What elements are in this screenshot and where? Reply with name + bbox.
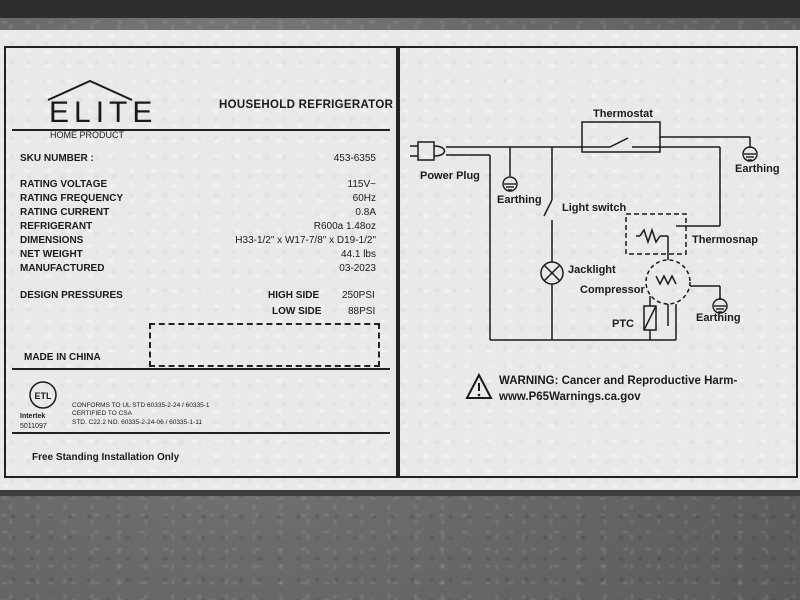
cert-line-2: CERTIFIED TO CSA [72,410,132,417]
spec-label: NET WEIGHT [20,249,83,260]
earth-icon-bottom [712,298,728,314]
thermosnap-element [639,227,661,245]
compressor-label: Compressor [580,284,645,296]
brand-name: ELITE [49,96,158,129]
brand-subtitle: HOME PRODUCT [50,130,124,140]
light-switch-label: Light switch [562,202,627,214]
cert-number: 5011097 [20,423,47,430]
lower-divider [12,432,390,434]
header-divider [12,129,390,131]
spec-label: RATING FREQUENCY [20,193,124,204]
product-title: HOUSEHOLD REFRIGERATOR [219,99,394,111]
power-plug-head [433,145,446,157]
jacklight-label: Jacklight [568,264,616,276]
thermostat-label: Thermostat [593,108,653,120]
prop65-warning-text: WARNING: Cancer and Reproductive Harm- [499,375,738,387]
spec-value: 60Hz [352,193,376,204]
spec-value: 03-2023 [339,263,376,274]
power-plug-label: Power Plug [420,170,480,182]
cert-lab: Intertek [20,413,46,420]
spec-value: 0.8A [355,207,376,218]
spec-value: R600a 1.48oz [313,221,376,232]
earthing-left-label: Earthing [497,194,542,206]
earth-icon-left [502,176,518,192]
wiring-diagram-panel [398,46,798,478]
thermosnap-box [625,213,687,255]
earth-symbols [502,146,758,314]
warning-triangle-icon [465,372,493,399]
earthing-bottom-label: Earthing [696,312,741,324]
label-bottom-shadow [0,490,800,496]
cert-line-1: CONFORMS TO UL STD 60335-2-24 / 60335-1 [72,402,210,409]
thermostat-contact [609,137,629,148]
etl-mark-text: ETL [35,391,53,401]
ptc-label: PTC [612,318,634,330]
low-side-value: 88PSI [348,306,376,317]
wiring-diagram [410,121,758,399]
low-side-label: LOW SIDE [272,306,322,317]
made-in-label: MADE IN CHINA [24,352,101,363]
spec-label: REFRIGERANT [20,221,93,232]
middle-divider [12,368,390,370]
cert-line-3: STD. C22.2 NO. 60335-2-24-06 / 60335-1-1… [72,419,202,426]
house-roof-icon [47,79,133,101]
appliance-top-edge [0,0,800,18]
spec-label: DIMENSIONS [20,235,84,246]
spec-value: H33-1/2" x W17-7/8" x D19-1/2" [235,235,376,246]
spec-value: 115V~ [347,179,376,190]
spec-label: MANUFACTURED [20,263,105,274]
light-switch-contact [543,199,553,217]
earthing-right-label: Earthing [735,163,780,175]
high-side-label: HIGH SIDE [268,290,320,301]
high-side-value: 250PSI [342,290,375,301]
etl-mark-icon: ETL [29,381,57,409]
thermosnap-label: Thermosnap [692,234,759,246]
spec-label: RATING CURRENT [20,207,110,218]
earth-icon-right [742,146,758,162]
sku-label: SKU NUMBER : [20,153,94,164]
spec-label: RATING VOLTAGE [20,179,108,190]
rating-label: ELITE HOME PRODUCT HOUSEHOLD REFRIGERATO… [0,30,800,490]
sku-value: 453-6355 [333,153,376,164]
installation-note: Free Standing Installation Only [32,452,180,463]
power-plug-body [417,141,435,161]
compressor-symbol [645,259,691,305]
serial-number-placeholder [149,323,380,367]
design-pressures-label: DESIGN PRESSURES [20,290,123,301]
specification-panel: ELITE HOME PRODUCT HOUSEHOLD REFRIGERATO… [4,46,398,478]
jacklight-symbol [540,261,564,285]
spec-value: 44.1 lbs [340,249,376,260]
prop65-warning-url: www.P65Warnings.ca.gov [499,391,641,403]
